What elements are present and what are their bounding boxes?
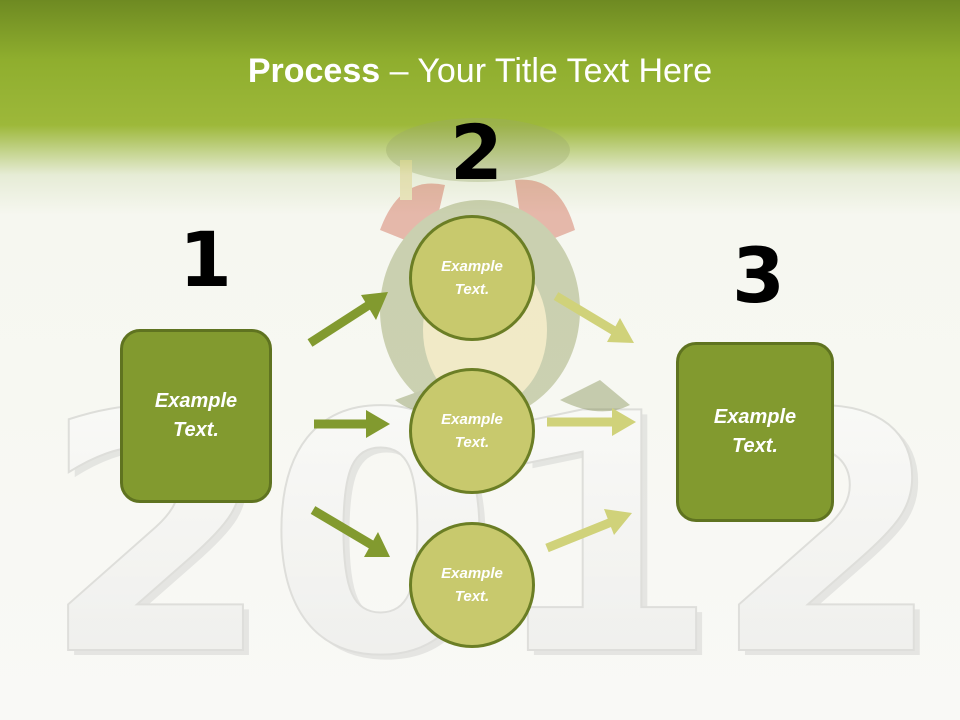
circle-top-text: Example Text. — [441, 258, 503, 298]
arrow-left-middle — [314, 410, 390, 438]
step-3-box[interactable]: Example Text. — [676, 342, 834, 522]
step-2-circle-top[interactable]: Example Text. — [409, 215, 535, 341]
arrow-right-middle — [547, 408, 636, 436]
title-bold: Process — [247, 52, 381, 90]
slide-title: Process – Your Title Text Here — [0, 52, 960, 91]
step-2-circle-bottom[interactable]: Example Text. — [409, 522, 535, 648]
step-number-3: 3 — [732, 231, 785, 320]
circle-middle-text: Example Text. — [441, 411, 503, 451]
step-1-box[interactable]: Example Text. — [120, 329, 272, 503]
arrow-right-down — [553, 292, 634, 343]
step-1-text: Example Text. — [154, 390, 238, 441]
step-2-circle-middle[interactable]: Example Text. — [409, 368, 535, 494]
step-3-text: Example Text. — [713, 406, 797, 457]
circle-bottom-text: Example Text. — [441, 565, 503, 605]
step-number-1: 1 — [179, 215, 232, 304]
step-number-2: 2 — [450, 108, 503, 197]
arrow-left-down — [310, 506, 390, 557]
title-rest: – Your Title Text Here — [380, 52, 713, 90]
arrow-left-up — [307, 292, 388, 347]
arrow-right-up — [545, 509, 632, 553]
